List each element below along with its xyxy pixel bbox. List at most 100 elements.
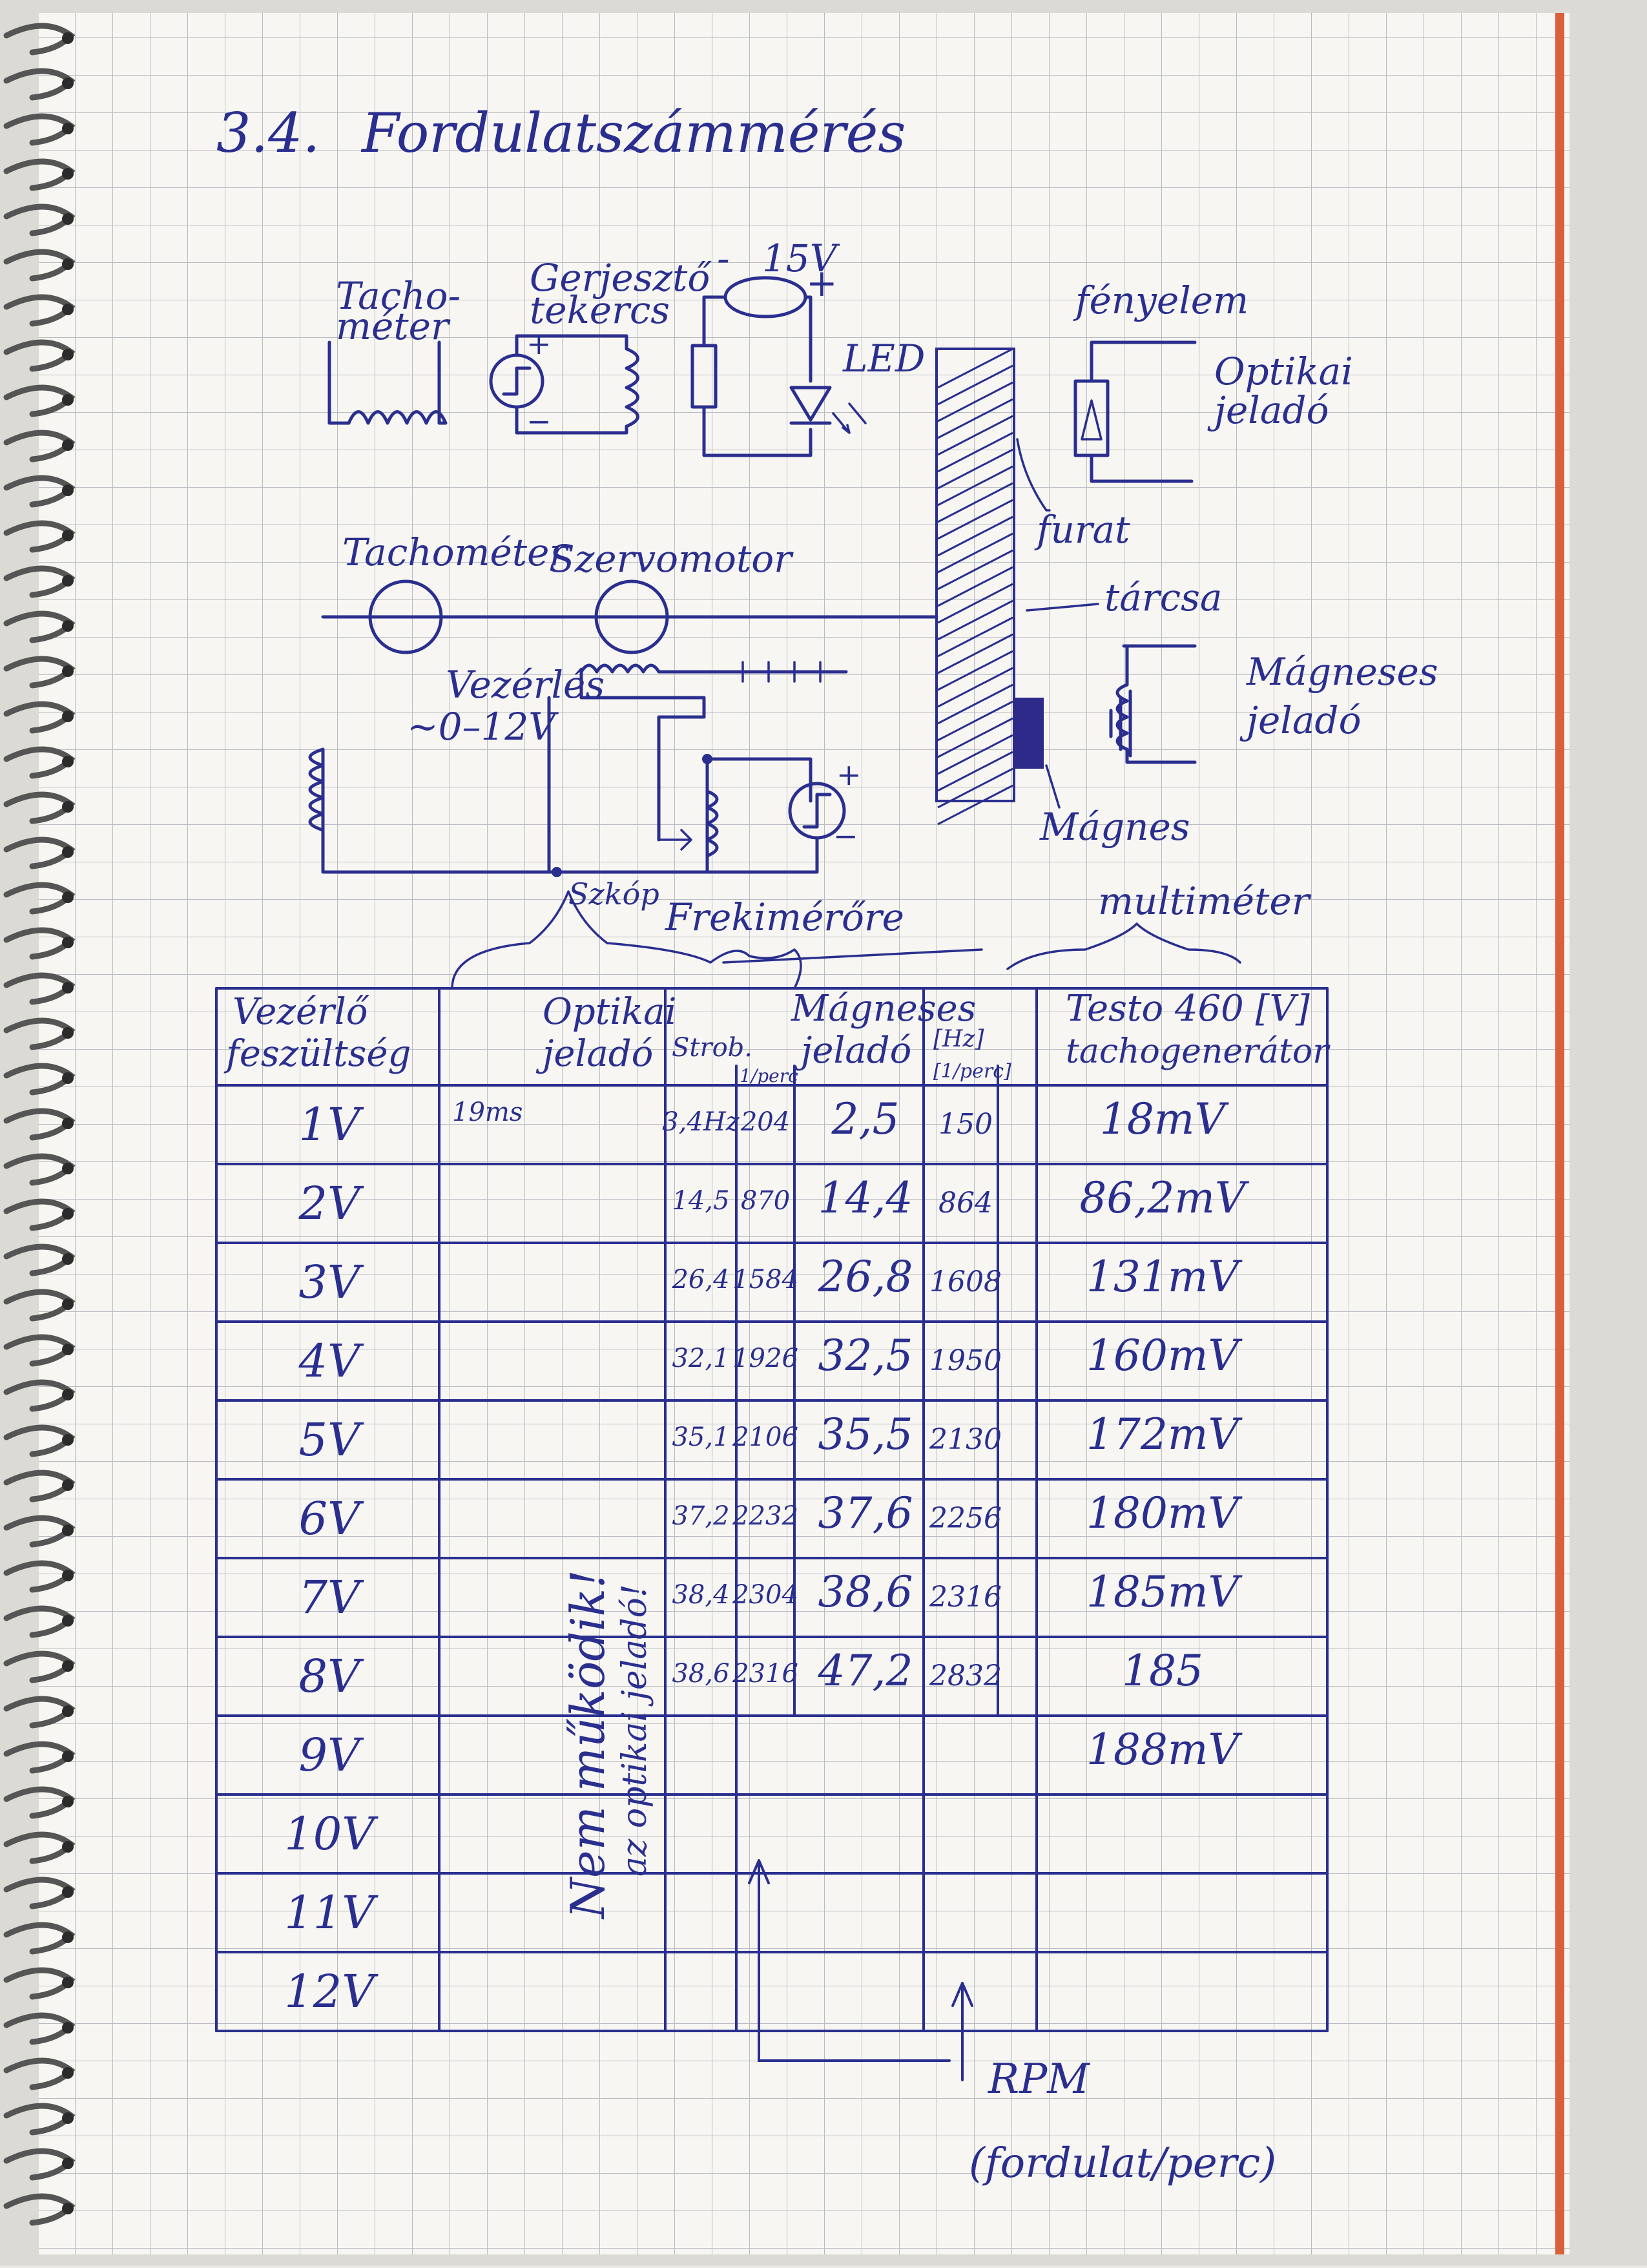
row-control-voltage: 3V xyxy=(298,1256,364,1309)
control-label-line1: Vezérlés xyxy=(446,663,605,707)
svg-text:-: - xyxy=(717,236,730,280)
led-label: LED xyxy=(842,337,925,380)
row-control-voltage: 1V xyxy=(298,1098,364,1151)
servomotor-symbol xyxy=(594,579,669,654)
row-strobe-rpm: 1584 xyxy=(732,1265,798,1295)
servomotor-label: Szervomotor xyxy=(549,537,794,581)
row-magnetic-hz: 47,2 xyxy=(818,1646,913,1696)
row-control-voltage: 11V xyxy=(284,1886,378,1939)
row-control-voltage: 7V xyxy=(298,1571,364,1624)
section-number: 3.4. xyxy=(216,101,320,165)
row-strobe-rpm: 2232 xyxy=(732,1501,798,1531)
row-control-voltage: 5V xyxy=(298,1413,364,1466)
row-magnetic-hz: 35,5 xyxy=(818,1410,913,1459)
magnet-block xyxy=(1013,698,1044,769)
frequency-meter-label: Frekimérőre xyxy=(665,895,904,939)
tachometer-coil xyxy=(327,340,448,425)
optical-sensor-note: az optikai jeladó! xyxy=(616,1584,654,1877)
armature-coil xyxy=(308,747,819,874)
magnetic-sensor-coil xyxy=(1115,644,1197,764)
row-testo: 86,2mV xyxy=(1079,1173,1250,1223)
magnet-label: Mágnes xyxy=(1039,805,1190,849)
dc-source-step xyxy=(502,366,532,396)
spiral-binding xyxy=(3,23,76,2226)
row-magnetic-hz: 38,6 xyxy=(818,1567,913,1617)
svg-text:−: − xyxy=(833,818,858,853)
magnetic-sensor-label-line2: jeladó xyxy=(1239,698,1361,742)
tachometer-shaft-label: Tachométer xyxy=(342,530,569,574)
header-control-voltage: Vezérlő xyxy=(233,991,370,1033)
header-magnetic-rpm: [1/perc] xyxy=(933,1060,1011,1083)
tachometer-symbol xyxy=(368,579,443,654)
row-strobe-rpm: 1926 xyxy=(732,1344,798,1373)
row-testo: 188mV xyxy=(1086,1725,1243,1774)
row-magnetic-rpm: 2832 xyxy=(929,1659,1002,1692)
period-note: 19ms xyxy=(452,1098,523,1127)
excitation-label-line2: tekercs xyxy=(530,288,670,332)
row-magnetic-hz: 37,6 xyxy=(818,1488,913,1538)
row-magnetic-rpm: 2316 xyxy=(929,1581,1002,1614)
control-label-line2: ~0–12V xyxy=(407,705,559,749)
row-strobe-hz: 38,4 xyxy=(672,1580,729,1610)
disc-hatching xyxy=(937,348,1013,826)
field-coil xyxy=(705,757,813,874)
rpm-explanation: (fordulat/perc) xyxy=(969,2139,1276,2187)
svg-text:+: + xyxy=(526,326,552,361)
row-strobe-hz: 14,5 xyxy=(672,1186,729,1216)
header-strobe: Strob. xyxy=(672,1033,752,1063)
rpm-label: RPM xyxy=(988,2055,1090,2103)
row-testo: 18mV xyxy=(1100,1094,1230,1144)
header-magnetic-unit: [Hz] xyxy=(933,1026,984,1052)
row-control-voltage: 4V xyxy=(298,1335,364,1388)
led-voltage: 15V xyxy=(762,236,840,280)
row-strobe-rpm: 2316 xyxy=(732,1659,798,1689)
row-magnetic-rpm: 150 xyxy=(938,1108,993,1141)
disc xyxy=(935,348,1015,802)
header-magnetic: jeladó xyxy=(794,1030,911,1072)
disc-label: tárcsa xyxy=(1104,576,1222,619)
row-testo: 172mV xyxy=(1086,1410,1243,1459)
row-magnetic-rpm: 864 xyxy=(938,1187,993,1220)
photocell-symbol xyxy=(1073,379,1110,457)
row-strobe-hz: 37,2 xyxy=(672,1501,729,1531)
row-strobe-rpm: 204 xyxy=(740,1107,790,1137)
header-magnetic: Mágneses xyxy=(791,988,976,1030)
section-title: Fordulatszámmérés xyxy=(360,101,906,165)
multimeter-label: multiméter xyxy=(1098,879,1312,923)
svg-text:+: + xyxy=(836,757,862,792)
row-testo: 180mV xyxy=(1086,1488,1243,1538)
header-testo: tachogenerátor xyxy=(1066,1032,1331,1071)
excitation-coil xyxy=(515,334,639,435)
row-testo: 185 xyxy=(1122,1646,1203,1696)
tachometer-top-label-line2: méter xyxy=(336,304,451,348)
row-strobe-hz: 38,6 xyxy=(672,1659,729,1689)
row-strobe-hz: 3,4Hz xyxy=(662,1107,740,1137)
row-strobe-hz: 32,1 xyxy=(672,1344,729,1373)
row-magnetic-hz: 26,8 xyxy=(818,1252,913,1302)
optical-sensor-label-line2: jeladó xyxy=(1207,388,1329,432)
row-magnetic-rpm: 2130 xyxy=(929,1423,1002,1456)
row-testo: 160mV xyxy=(1086,1331,1243,1380)
row-magnetic-hz: 2,5 xyxy=(831,1094,900,1144)
header-optical: Optikai xyxy=(543,991,676,1033)
row-control-voltage: 9V xyxy=(298,1729,364,1782)
row-control-voltage: 12V xyxy=(284,1965,378,2018)
row-magnetic-rpm: 1608 xyxy=(929,1265,1002,1298)
row-strobe-rpm: 2106 xyxy=(732,1422,798,1452)
tachometer-top-label-line1: Tacho- xyxy=(336,274,461,318)
row-strobe-rpm: 2304 xyxy=(732,1580,798,1610)
magnetic-sensor-label-line1: Mágneses xyxy=(1246,650,1438,694)
row-magnetic-rpm: 1950 xyxy=(929,1344,1002,1377)
not-working-note: Nem működik! xyxy=(561,1570,615,1920)
row-control-voltage: 6V xyxy=(298,1492,364,1545)
row-control-voltage: 8V xyxy=(298,1650,364,1703)
header-strobe-rpm: 1/perc xyxy=(740,1065,798,1087)
row-magnetic-hz: 14,4 xyxy=(818,1173,913,1223)
excitation-label-line1: Gerjesztő xyxy=(530,256,712,300)
row-testo: 185mV xyxy=(1086,1567,1243,1617)
row-testo: 131mV xyxy=(1086,1252,1243,1302)
control-resistor xyxy=(579,663,848,674)
